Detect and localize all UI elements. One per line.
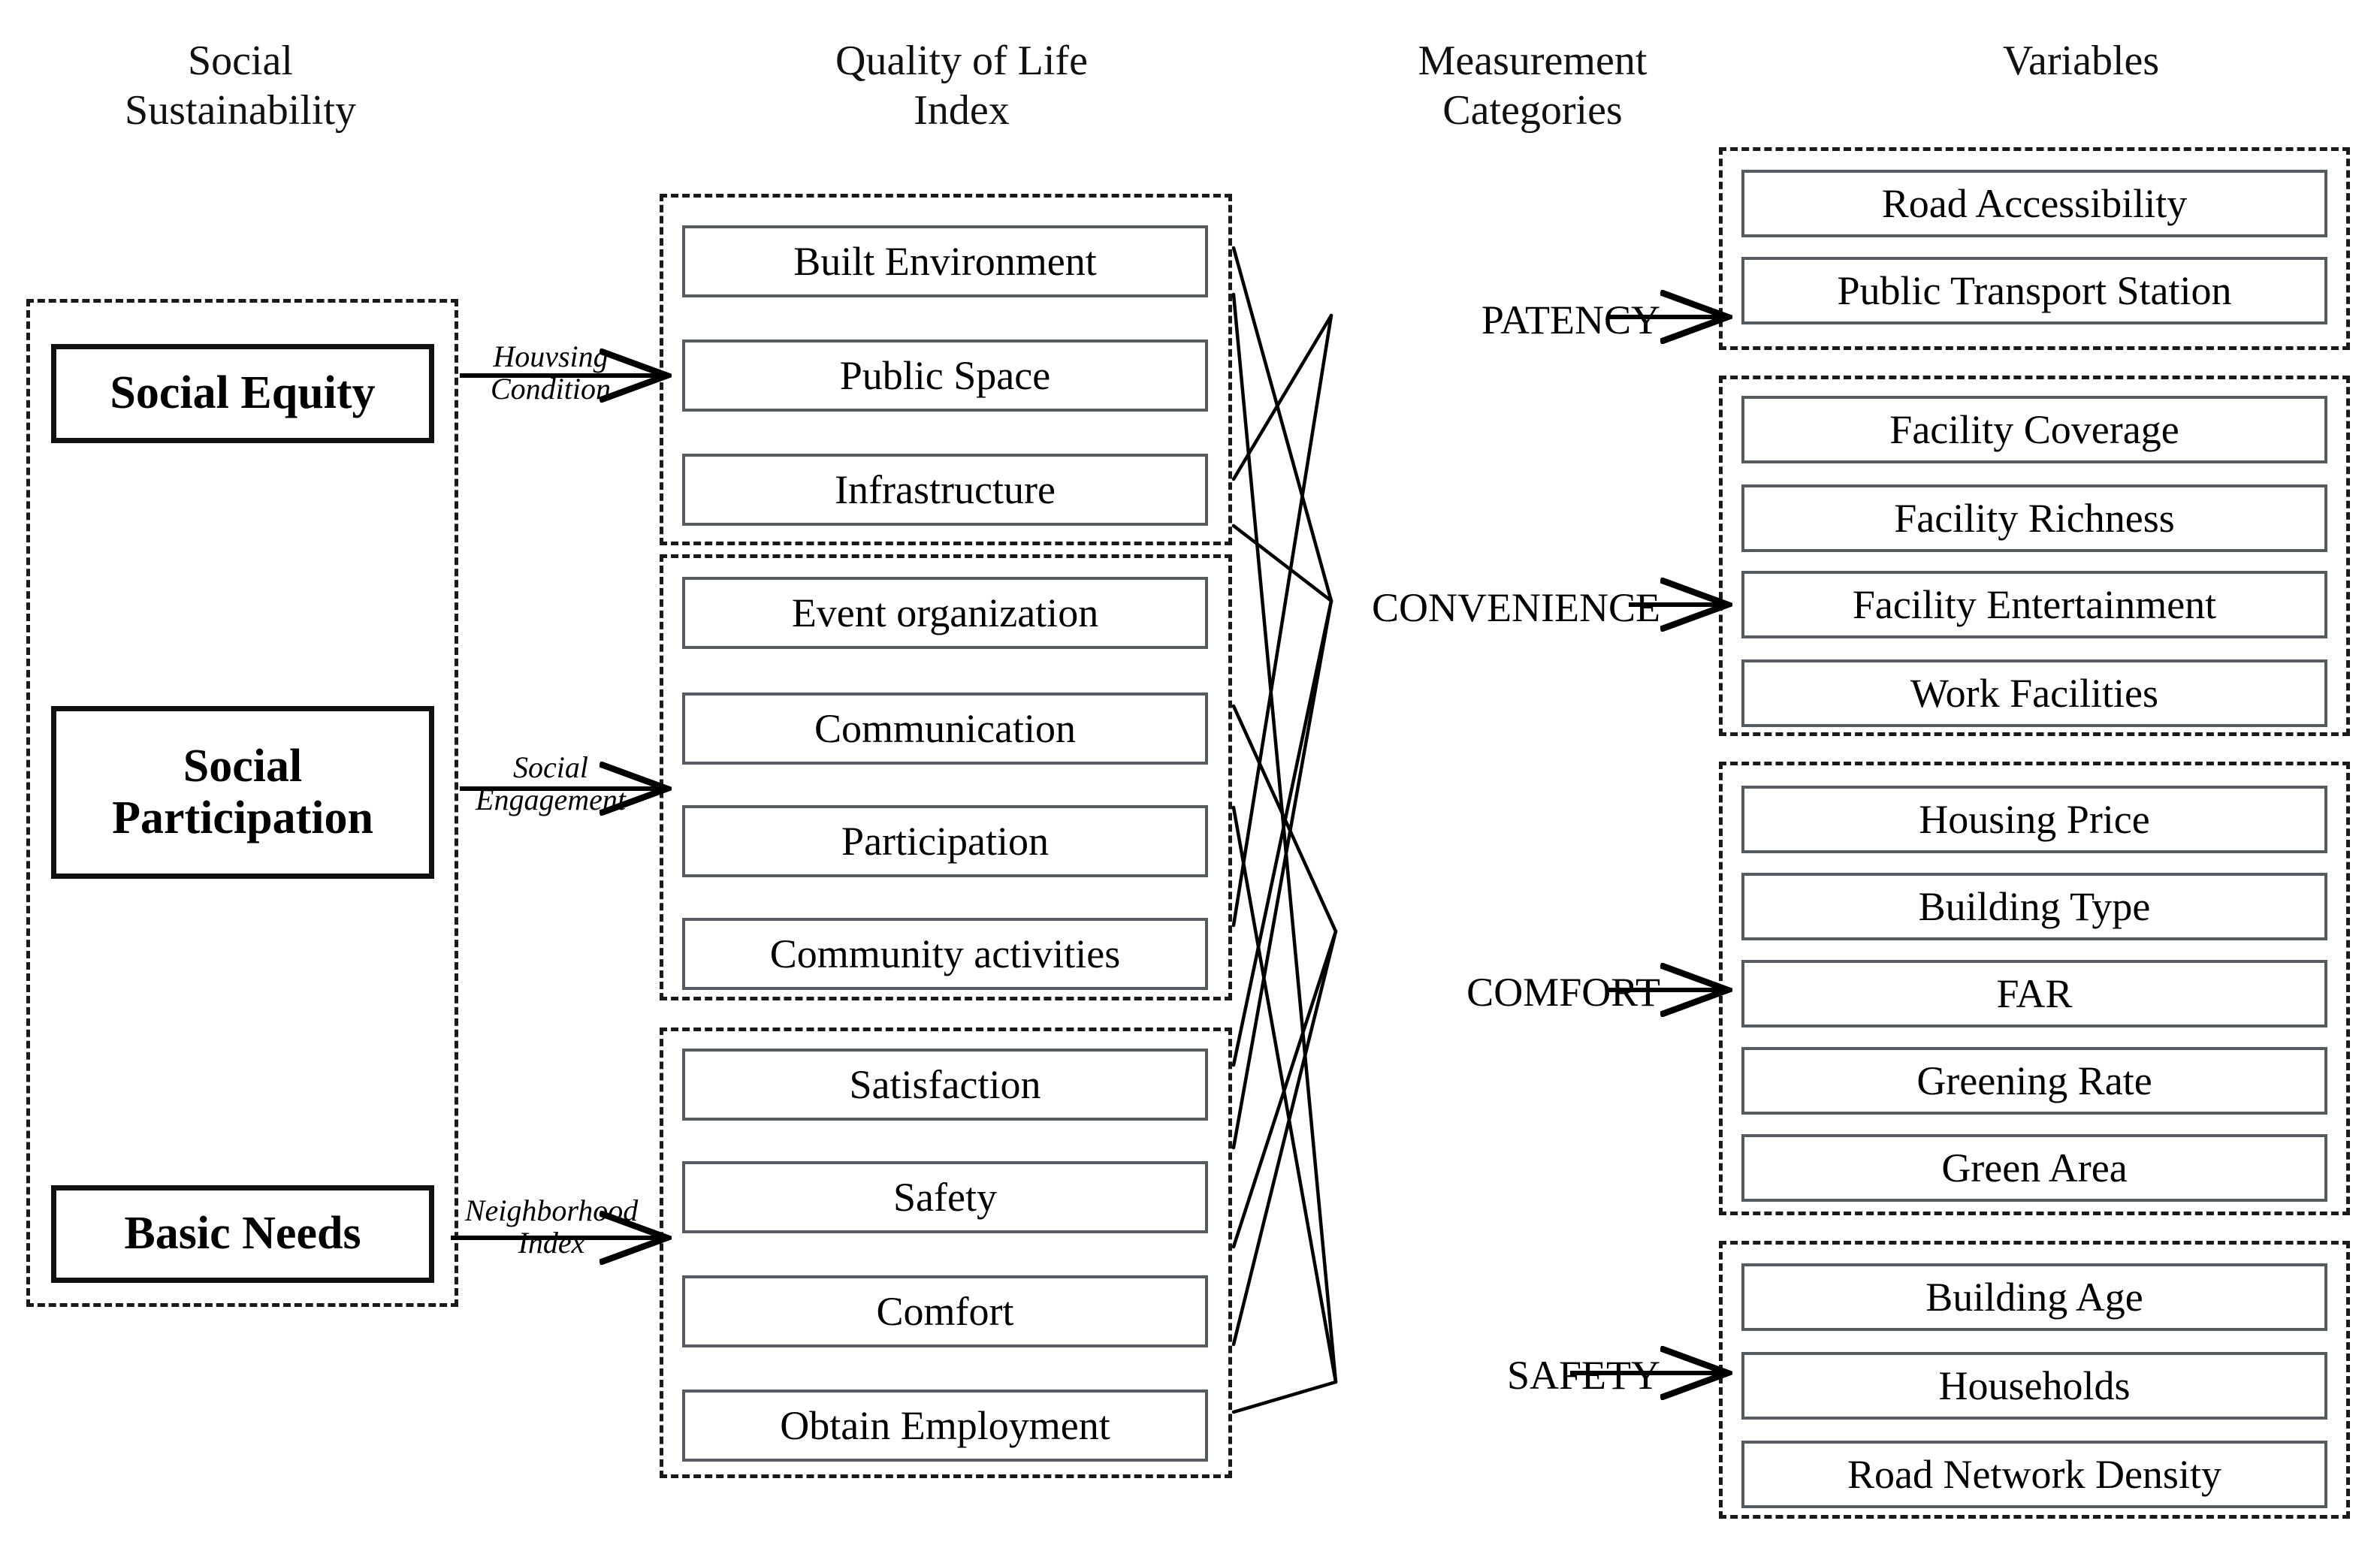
column-header-variables: Variables bbox=[2002, 38, 2160, 84]
variable-work-facilities[interactable]: Work Facilities bbox=[1741, 659, 2327, 727]
category-label-safety[interactable]: SAFETY bbox=[1506, 1353, 1660, 1398]
arrow-label-housing-condition: Houvsing Condition bbox=[490, 339, 612, 406]
qol-item-satisfaction[interactable]: Satisfaction bbox=[682, 1049, 1208, 1121]
category-label-comfort[interactable]: COMFORT bbox=[1466, 970, 1660, 1015]
column-header-measurement-categories: Measurement Categories bbox=[1418, 38, 1648, 134]
qol-item-public-space[interactable]: Public Space bbox=[682, 339, 1208, 412]
link-participation-safety bbox=[1231, 805, 1338, 1384]
variable-greening-rate[interactable]: Greening Rate bbox=[1741, 1047, 2327, 1115]
variables-group-patency bbox=[1719, 147, 2350, 350]
variable-building-age[interactable]: Building Age bbox=[1741, 1263, 2327, 1331]
variable-building-type[interactable]: Building Type bbox=[1741, 873, 2327, 940]
link-communication-patency bbox=[1231, 313, 1333, 928]
variable-public-transport-station[interactable]: Public Transport Station bbox=[1741, 257, 2327, 324]
column-header-social-sustainability: Social Sustainability bbox=[125, 38, 356, 134]
qol-item-obtain-employment[interactable]: Obtain Employment bbox=[682, 1390, 1208, 1462]
variable-road-network-density[interactable]: Road Network Density bbox=[1741, 1441, 2327, 1508]
qol-item-community-activities[interactable]: Community activities bbox=[682, 918, 1208, 990]
arrow-label-neighborhood-index: Neighborhood Index bbox=[464, 1193, 639, 1260]
variable-households[interactable]: Households bbox=[1741, 1352, 2327, 1420]
social-sustainability-container bbox=[26, 299, 458, 1307]
pillar-basic-needs[interactable]: Basic Needs bbox=[51, 1185, 434, 1283]
link-event-organization-comfort bbox=[1231, 704, 1338, 934]
arrow-label-social-engagement: Social Engagement bbox=[476, 750, 626, 817]
qol-item-communication[interactable]: Communication bbox=[682, 693, 1208, 765]
link-comfort-comfort bbox=[1231, 929, 1338, 1347]
pillar-social-equity[interactable]: Social Equity bbox=[51, 344, 434, 443]
link-built-environment-convenience bbox=[1231, 246, 1333, 603]
pillar-social-participation[interactable]: Social Participation bbox=[51, 706, 434, 879]
link-safety-convenience bbox=[1231, 599, 1333, 1067]
qol-item-participation[interactable]: Participation bbox=[682, 805, 1208, 877]
column-header-quality-of-life-index: Quality of Life Index bbox=[835, 38, 1088, 134]
variables-group-convenience bbox=[1719, 376, 2350, 736]
qol-item-safety[interactable]: Safety bbox=[682, 1161, 1208, 1233]
variable-far[interactable]: FAR bbox=[1741, 960, 2327, 1027]
variable-green-area[interactable]: Green Area bbox=[1741, 1134, 2327, 1202]
category-label-patency[interactable]: PATENCY bbox=[1481, 297, 1660, 342]
link-infrastructure-patency bbox=[1231, 313, 1333, 481]
qol-item-event-organization[interactable]: Event organization bbox=[682, 577, 1208, 649]
variable-facility-coverage[interactable]: Facility Coverage bbox=[1741, 396, 2327, 463]
variable-facility-entertainment[interactable]: Facility Entertainment bbox=[1741, 571, 2327, 638]
variable-facility-richness[interactable]: Facility Richness bbox=[1741, 484, 2327, 552]
link-satisfaction-safety bbox=[1231, 1380, 1338, 1414]
category-label-convenience[interactable]: CONVENIENCE bbox=[1372, 585, 1660, 630]
link-public-space-safety bbox=[1231, 292, 1338, 1384]
category-arrows bbox=[1570, 317, 1728, 1373]
qol-item-comfort[interactable]: Comfort bbox=[682, 1275, 1208, 1347]
link-community-activities-comfort bbox=[1231, 929, 1338, 1249]
qol-item-built-environment[interactable]: Built Environment bbox=[682, 225, 1208, 297]
qol-to-category-links bbox=[1231, 246, 1338, 1414]
variable-housing-price[interactable]: Housing Price bbox=[1741, 786, 2327, 853]
link-participation-convenience bbox=[1231, 599, 1333, 1150]
link-infrastructure-convenience bbox=[1231, 524, 1333, 603]
variable-road-accessibility[interactable]: Road Accessibility bbox=[1741, 170, 2327, 237]
qol-item-infrastructure[interactable]: Infrastructure bbox=[682, 454, 1208, 526]
